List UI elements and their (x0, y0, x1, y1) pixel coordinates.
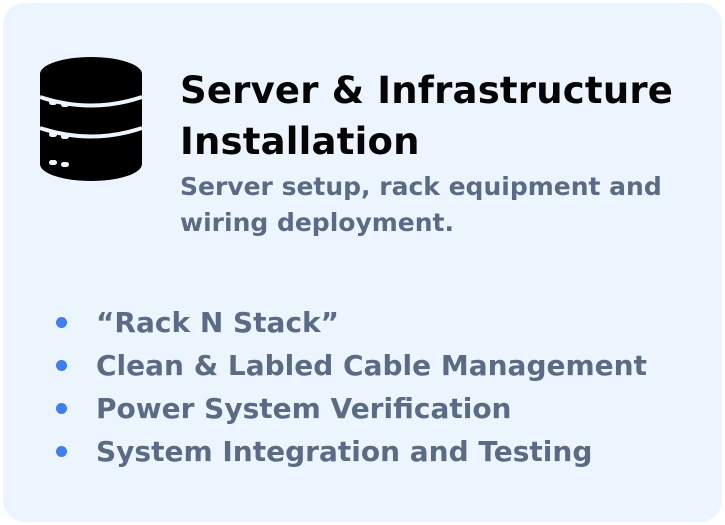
bullet-icon (56, 317, 67, 328)
bullet-icon (56, 360, 67, 371)
feature-label: Clean & Labled Cable Management (96, 349, 647, 382)
feature-item: System Integration and Testing (53, 430, 647, 473)
server-database-icon (39, 57, 143, 181)
feature-item: Power System Verification (53, 387, 647, 430)
feature-list: “Rack N Stack” Clean & Labled Cable Mana… (53, 301, 647, 473)
service-card: Server & Infrastructure Installation Ser… (3, 3, 722, 522)
feature-item: “Rack N Stack” (53, 301, 647, 344)
card-subtitle: Server setup, rack equipment and wiring … (180, 172, 662, 237)
bullet-icon (56, 446, 67, 457)
bullet-icon (56, 403, 67, 414)
feature-label: “Rack N Stack” (96, 306, 340, 339)
card-title: Server & Infrastructure Installation (180, 69, 674, 163)
feature-label: Power System Verification (96, 392, 512, 425)
feature-label: System Integration and Testing (96, 435, 593, 468)
feature-item: Clean & Labled Cable Management (53, 344, 647, 387)
